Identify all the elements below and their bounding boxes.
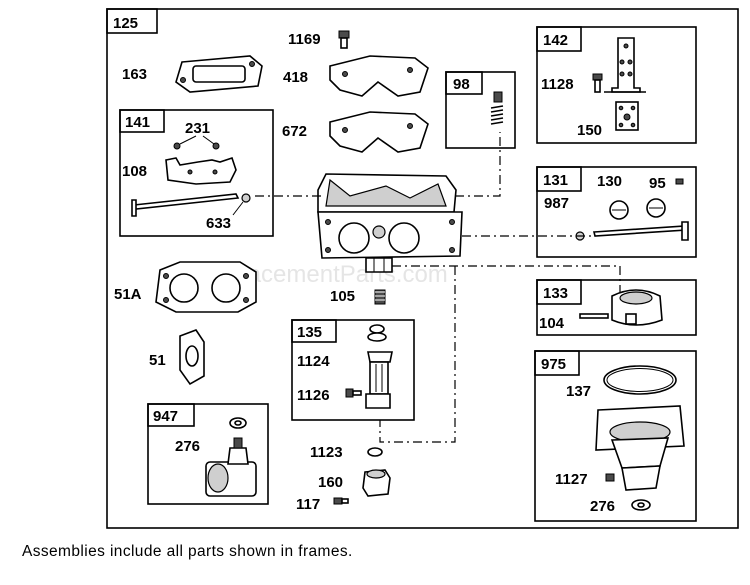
gasket-163[interactable] [175,55,263,93]
washer-1123[interactable] [367,447,383,457]
assembly-125-tag [106,8,158,34]
part-150-label: 150 [577,122,602,139]
assembly-142-label: 142 [543,32,568,49]
assembly-141-label: 141 [125,114,150,131]
screw-231[interactable] [173,135,220,150]
guide-line-133 [392,265,621,296]
assembly-947-label: 947 [153,408,178,425]
gasket-51A[interactable] [155,261,257,313]
gasket-672[interactable] [329,111,429,153]
assembly-947-tag [147,403,195,427]
assembly-131-frame [536,166,697,258]
assembly-133-label: 133 [543,285,568,302]
spring-98[interactable] [490,91,504,125]
part-672-label: 672 [282,123,307,140]
seals-1124[interactable] [367,324,387,342]
assembly-98-tag [445,71,483,95]
carburetor-parts-diagram: 125 eReplacementParts.com 163 1169 418 6… [106,8,739,529]
assembly-125-frame [106,8,739,529]
screw-1169[interactable] [338,30,350,49]
part-137-label: 137 [566,383,591,400]
part-987-label: 987 [544,195,569,212]
assembly-131-label: 131 [543,172,568,189]
washer-276[interactable] [229,417,247,429]
assembly-142-frame [536,26,697,144]
screw-117[interactable] [333,497,349,505]
part-105-label: 105 [330,288,355,305]
assembly-947-frame [147,403,269,505]
part-1128-label: 1128 [541,76,574,93]
footnote: Assemblies include all parts shown in fr… [22,543,353,560]
plate-150[interactable] [615,101,639,131]
assembly-98-label: 98 [453,76,470,93]
throttle-plates-130[interactable] [609,198,666,220]
needle-105[interactable] [374,289,386,305]
part-104-label: 104 [539,315,565,332]
assembly-133-tag [536,279,582,305]
assembly-135-frame [291,319,415,421]
assembly-135-tag [291,319,337,343]
assembly-135-label: 135 [297,324,322,341]
bracket-142[interactable] [604,37,646,93]
assembly-142-tag [536,26,582,52]
assembly-131-tag [536,166,582,192]
washer-276-bowl[interactable] [631,499,651,511]
part-1123-label: 1123 [310,444,343,461]
choke-plate-108[interactable] [165,156,237,185]
assembly-975-tag [534,350,580,376]
choke-shaft[interactable] [131,193,240,217]
part-418-label: 418 [283,69,308,86]
assembly-125-label: 125 [113,15,138,32]
part-276-label-a: 276 [175,438,200,455]
part-108-label: 108 [122,163,147,180]
part-51A-label: 51A [114,286,142,303]
solenoid-947[interactable] [205,437,257,497]
assembly-975-label: 975 [541,356,566,373]
gasket-51[interactable] [179,329,205,386]
throttle-shaft[interactable] [592,221,689,241]
assembly-133-frame [536,279,697,336]
oring-137[interactable] [603,365,677,395]
part-160-label: 160 [318,474,343,491]
assembly-141-frame [119,109,274,237]
part-95-label: 95 [649,175,666,192]
guide-line-135 [379,266,456,443]
assembly-141-tag [119,109,165,133]
screw-95[interactable] [675,178,684,185]
part-231-label: 231 [185,120,210,137]
part-1126-label: 1126 [297,387,330,404]
part-633-label: 633 [206,215,231,232]
part-130-label: 130 [597,173,622,190]
emulsion-tube-135[interactable] [365,351,393,409]
screw-1128[interactable] [592,73,603,93]
float-bowl-975[interactable] [595,405,685,491]
screw-1126[interactable] [345,388,362,398]
part-276-label-b: 276 [590,498,615,515]
seal-633[interactable] [241,193,251,203]
part-1169-label: 1169 [288,31,321,48]
part-51-label: 51 [149,352,166,369]
assembly-975-frame [534,350,697,522]
screw-1127[interactable] [605,473,615,482]
pin-104[interactable] [579,313,609,319]
guide-line-98 [455,132,501,197]
float-133[interactable] [611,289,663,326]
part-1127-label: 1127 [555,471,588,488]
part-1124-label: 1124 [297,353,330,370]
part-163-label: 163 [122,66,147,83]
gasket-418[interactable] [329,55,429,97]
part-117-label: 117 [296,496,320,513]
nut-160[interactable] [362,469,391,497]
carburetor-body[interactable] [317,173,463,273]
